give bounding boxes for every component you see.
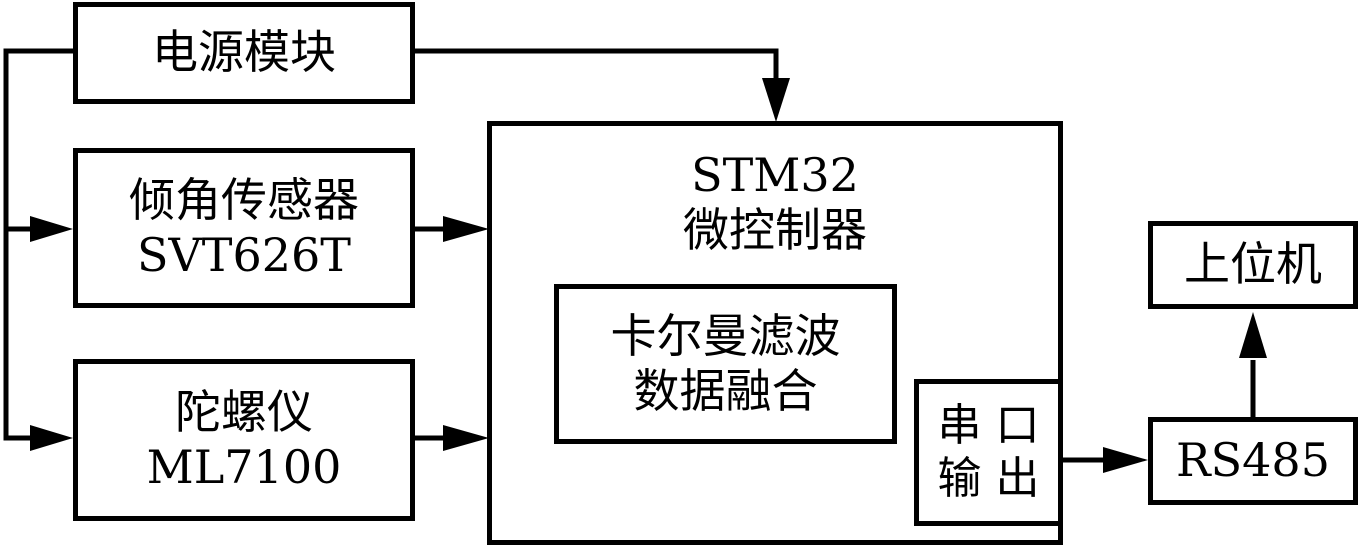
gyroscope-label: 陀螺仪 [175,384,313,439]
host-computer-label: 上位机 [1184,237,1322,292]
serial-output-block: 串口 输出 [914,379,1063,526]
gyroscope-model: ML7100 [146,440,342,494]
arrow-head-to-gyro [30,425,73,451]
kalman-filter-block: 卡尔曼滤波 数据融合 [554,284,897,444]
output-label: 输出 [937,452,1054,504]
arrow-head-gyro-to-mcu [443,425,489,451]
arrow-head-tilt-to-mcu [443,216,489,242]
power-bus-line [3,48,75,441]
tilt-sensor-model: SVT626T [137,228,351,282]
arrow-head-power-to-mcu [762,78,790,122]
tilt-sensor-block: 倾角传感器 SVT626T [73,148,415,308]
host-computer-block: 上位机 [1148,221,1358,309]
arrow-head-to-tilt [30,216,73,242]
arrow-head-serial-to-rs485 [1103,447,1148,473]
power-to-mcu-line [412,48,779,80]
serial-port-label: 串口 [937,399,1054,451]
rs485-block: RS485 [1148,417,1358,505]
power-module-block: 电源模块 [73,2,415,104]
mcu-label: 微控制器 [683,203,867,258]
kalman-filter-label: 卡尔曼滤波 [610,308,841,363]
power-module-label: 电源模块 [152,25,336,80]
tilt-sensor-label: 倾角传感器 [129,172,359,227]
rs485-label: RS485 [1176,433,1330,488]
mcu-model: STM32 [691,148,859,202]
gyroscope-block: 陀螺仪 ML7100 [73,359,415,521]
data-fusion-label: 数据融合 [633,364,818,418]
arrow-head-rs485-to-host [1239,312,1267,358]
